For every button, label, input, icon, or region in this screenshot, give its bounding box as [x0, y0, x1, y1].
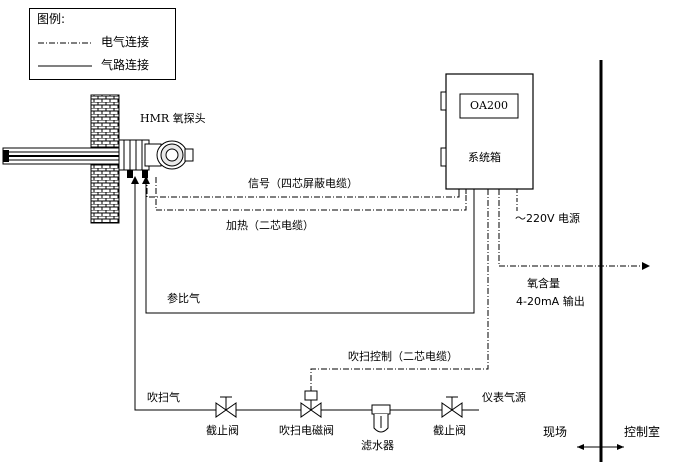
purge-gas-label: 吹扫气 [147, 391, 180, 404]
analyzer-model: OA200 [470, 99, 508, 112]
valve-left-label: 截止阀 [206, 424, 239, 437]
legend-box: 图例: 电气连接 气路连接 [29, 8, 176, 80]
shutoff-valve-left [215, 396, 237, 418]
power-label: ～220V 电源 [515, 212, 581, 225]
legend-title: 图例: [37, 12, 66, 26]
purge-gas-line [131, 176, 479, 411]
reference-gas-line [142, 176, 475, 314]
signal-cable-label: 信号（四芯屏蔽电缆） [248, 177, 358, 190]
reference-gas-label: 参比气 [167, 292, 200, 305]
output-label-1: 氧含量 [527, 277, 560, 290]
legend-electrical-label: 电气连接 [101, 35, 150, 49]
valve-right-label: 截止阀 [433, 424, 466, 437]
oxygen-output-line [498, 189, 650, 270]
heating-cable-label: 加热（二芯电缆） [226, 219, 314, 232]
purge-control-cable [310, 189, 489, 391]
instrument-air-label: 仪表气源 [482, 391, 526, 404]
oxygen-probe [2, 139, 194, 178]
probe-label: HMR 氧探头 [140, 112, 206, 125]
shutoff-valve-right [441, 396, 463, 418]
filter-label: 滤水器 [361, 439, 394, 452]
system-box [440, 73, 534, 194]
signal-cable [146, 177, 460, 198]
analyzer-name: 系统箱 [468, 151, 501, 164]
output-label-2: 4-20mA 输出 [516, 295, 585, 308]
purge-solenoid-valve [300, 390, 322, 418]
heating-cable [155, 177, 467, 211]
legend-gas-label: 气路连接 [101, 58, 150, 72]
solenoid-valve-label: 吹扫电磁阀 [279, 424, 334, 437]
water-filter [371, 404, 391, 433]
purge-control-label: 吹扫控制（二芯电缆） [348, 350, 458, 363]
field-zone-label: 现场 [543, 425, 568, 439]
control-room-label: 控制室 [624, 425, 661, 439]
